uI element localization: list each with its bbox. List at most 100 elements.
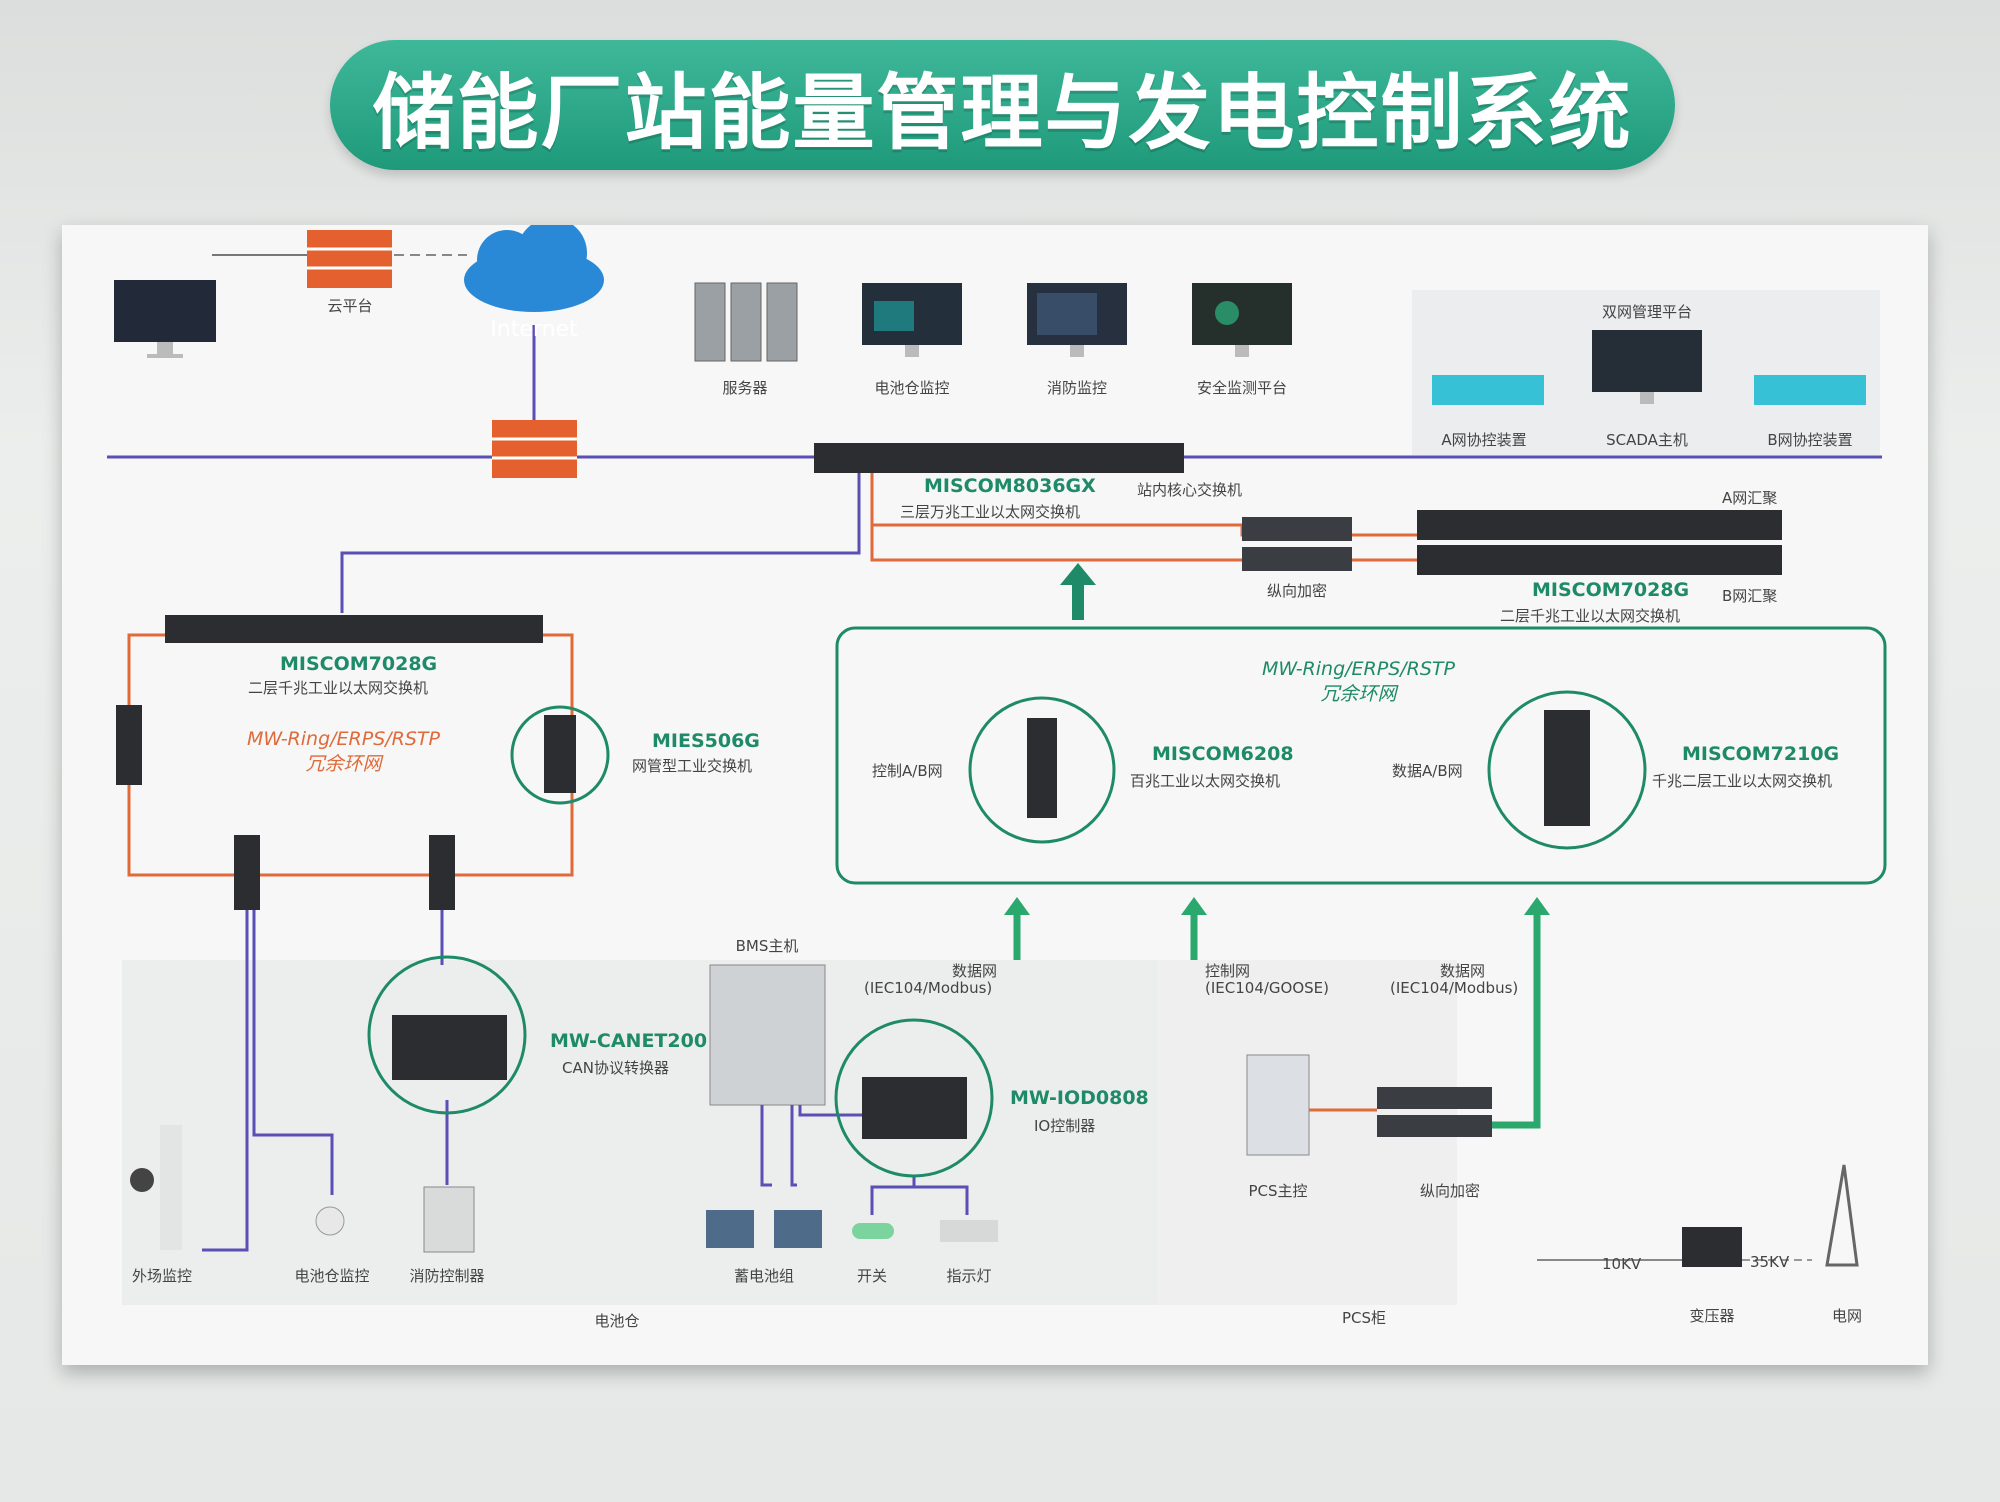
left-ring-caption: MW-Ring/ERPS/RSTP 冗余环网 [247, 727, 440, 777]
iod-circle [834, 1018, 994, 1178]
canet-desc: CAN协议转换器 [562, 1059, 669, 1077]
canet-model: MW-CANET200 [550, 1030, 708, 1052]
transformer-icon [1682, 1227, 1742, 1267]
core-to-left-switch-link [340, 473, 861, 613]
battery-pack-icon-2 [774, 1210, 822, 1248]
battery-section-bg [122, 960, 1182, 1305]
outdoor-monitor-label: 外场监控 [131, 1267, 193, 1285]
pcs-section-label: PCS柜 [1341, 1309, 1387, 1327]
bms-battery-link-2 [790, 1105, 797, 1187]
miscom6208-icon [1027, 718, 1057, 818]
bms-battery-link-1 [760, 1105, 772, 1187]
battery-cam-link [252, 910, 334, 1195]
iod-switch-link [870, 1177, 916, 1215]
iod-model: MW-IOD0808 [1010, 1087, 1149, 1109]
pcs-main-label: PCS主控 [1248, 1182, 1308, 1200]
scada-host-label: SCADA主机 [1606, 431, 1688, 449]
fire-monitor-label: 消防监控 [1046, 379, 1108, 397]
b-net-device-label: B网协控装置 [1767, 431, 1853, 449]
bms-rack-icon [709, 964, 826, 1106]
pcs-encrypt-icon-2 [1377, 1115, 1492, 1137]
battery-monitor-label: 电池仓监控 [874, 379, 950, 397]
dome-camera-icon [315, 1206, 345, 1236]
core-encrypt-label: 纵向加密 [1266, 582, 1328, 600]
safety-platform-label: 安全监测平台 [1196, 379, 1288, 397]
right-ring-caption-line2: 冗余环网 [1320, 683, 1397, 705]
up-arrow-icon-pcs-data [1492, 897, 1550, 1129]
internet-label: Internet [490, 317, 578, 342]
core-switch-model: MISCOM8036GX [924, 475, 1096, 497]
miscom6208-circle [968, 696, 1116, 844]
left-switch-7028g-icon [165, 615, 543, 643]
core-switch-icon [814, 443, 1184, 473]
canet-circle [367, 955, 527, 1115]
battery-pack-icon-1 [706, 1210, 754, 1248]
mies506g-circle [510, 705, 610, 805]
grid-tower-icon [1825, 1164, 1859, 1267]
core-switch-desc: 三层万兆工业以太网交换机 [900, 503, 1081, 521]
right-ring-caption: MW-Ring/ERPS/RSTP 冗余环网 [1262, 657, 1455, 707]
transformer-label: 变压器 [1689, 1307, 1735, 1325]
encrypt-device-icon-b [1242, 547, 1352, 571]
battery-section-label: 电池仓 [594, 1312, 640, 1330]
miscom6208-desc: 百兆工业以太网交换机 [1130, 772, 1281, 790]
up-arrow-icon-aggregation [1060, 563, 1096, 620]
aggregation-switch-model: MISCOM7028G [1532, 579, 1690, 601]
left-ring-caption-line1: MW-Ring/ERPS/RSTP [247, 728, 440, 750]
toggle-switch-icon [852, 1223, 894, 1239]
pcs-data-proto-label: (IEC104/Modbus) [1390, 979, 1519, 997]
firewall-icon-top [307, 230, 392, 288]
pcs-ctrl-proto-label: (IEC104/GOOSE) [1205, 979, 1329, 997]
mies506g-model: MIES506G [652, 730, 760, 752]
a-aggregation-label: A网汇聚 [1722, 489, 1778, 507]
server-label: 服务器 [722, 379, 768, 397]
outdoor-camera-icon [130, 1168, 154, 1192]
pcs-data-net-label: 数据网 [1440, 962, 1486, 980]
35kv-label: 35KV [1750, 1253, 1790, 1271]
diagram-board: 云平台 Internet 服务器 电池仓监控 消防监控 安全监测平台 双网管理平… [62, 225, 1928, 1365]
iod-desc: IO控制器 [1034, 1117, 1096, 1135]
fire-controller-icon [423, 1186, 475, 1253]
indicator-label: 指示灯 [946, 1267, 992, 1285]
battery-cam-label: 电池仓监控 [294, 1267, 370, 1285]
b-net-device-icon [1754, 375, 1866, 405]
right-ring-box [835, 626, 1887, 885]
a-net-device-icon [1432, 375, 1544, 405]
pcs-encrypt-label: 纵向加密 [1419, 1182, 1481, 1200]
left-ring-caption-line2: 冗余环网 [305, 753, 382, 775]
10kv-label: 10KV [1602, 1255, 1642, 1273]
left-ring-switch-icon-1 [116, 705, 142, 785]
aggregation-switch-desc: 二层千兆工业以太网交换机 [1500, 607, 1681, 625]
server-icon [694, 282, 798, 362]
canet-icon [392, 1015, 507, 1080]
a-net-device-label: A网协控装置 [1441, 431, 1527, 449]
left-switch-desc: 二层千兆工业以太网交换机 [248, 679, 429, 697]
miscom7210g-model: MISCOM7210G [1682, 743, 1840, 765]
left-ring-line [127, 633, 574, 877]
indicator-light-icon [940, 1220, 998, 1242]
b-aggregation-label: B网汇聚 [1722, 587, 1778, 605]
miscom6208-model: MISCOM6208 [1152, 743, 1294, 765]
iod-indicator-link [914, 1185, 969, 1215]
data-net-label: 数据A/B网 [1392, 762, 1463, 780]
pcs-encrypt-icon-1 [1377, 1087, 1492, 1109]
bms-data-proto-label: (IEC104/Modbus) [864, 979, 993, 997]
right-ring-caption-line1: MW-Ring/ERPS/RSTP [1262, 658, 1455, 680]
internet-cloud-icon [464, 225, 604, 312]
ctrl-net-label: 控制A/B网 [872, 762, 943, 780]
iod-icon [862, 1077, 967, 1139]
page-title: 储能厂站能量管理与发电控制系统 [372, 65, 1633, 161]
miscom7210g-icon [1544, 710, 1590, 826]
dual-network-platform-label: 双网管理平台 [1601, 303, 1693, 321]
cloud-platform-monitor-icon [114, 280, 216, 358]
battery-monitor-icon [862, 283, 962, 357]
bms-label: BMS主机 [735, 937, 799, 955]
safety-platform-monitor-icon [1192, 283, 1292, 357]
bms-data-net-label: 数据网 [952, 962, 998, 980]
fire-controller-label: 消防控制器 [409, 1267, 485, 1285]
fire-monitor-icon [1027, 283, 1127, 357]
miscom7210g-desc: 千兆二层工业以太网交换机 [1652, 772, 1833, 790]
switch-label: 开关 [856, 1267, 888, 1285]
outdoor-pole-icon [160, 1125, 182, 1250]
left-ring-switch-icon-2 [234, 835, 260, 910]
